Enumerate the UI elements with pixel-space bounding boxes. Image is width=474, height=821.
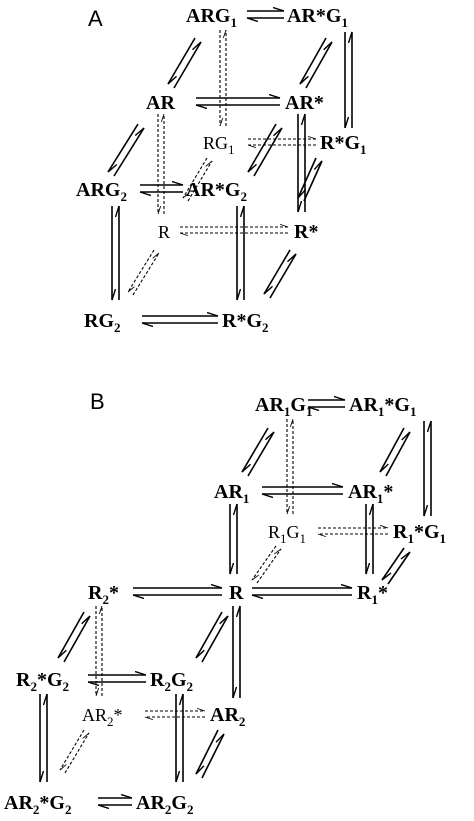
node-r-center: R: [229, 582, 244, 604]
node-rstarg1: R*G1: [320, 132, 367, 157]
edge-rg2-rstarg2: [142, 316, 218, 323]
node-r1starg1: R1*G1: [393, 521, 446, 546]
node-ar2starg2: AR2*G2: [4, 792, 71, 817]
edge-r1starg1-r1star: [381, 547, 411, 585]
node-r1star: R1*: [357, 582, 388, 607]
node-arstar: AR*: [285, 92, 324, 114]
node-r: R: [158, 222, 170, 242]
edge-arstarg1-rstarg1: [344, 32, 353, 128]
node-rg1: RG1: [203, 133, 235, 157]
edge-ar1star-r1star: [365, 504, 374, 574]
edge-ar2star-ar2: [144, 707, 206, 721]
edge-ar-r: [157, 113, 165, 215]
node-ar2g2: AR2G2: [136, 792, 193, 817]
edge-ar1-r: [229, 504, 238, 574]
edge-r-r1star: [252, 588, 352, 595]
edge-r-ar2: [232, 606, 241, 698]
node-arstarg1: AR*G1: [287, 5, 348, 30]
edge-ar1g1-ar1starg1: [308, 400, 345, 407]
edge-arg1-arstarg1: [247, 11, 284, 18]
panel-a-label: A: [88, 6, 103, 31]
panel-b-label: B: [90, 389, 105, 414]
edge-ar1g1-r1g1: [286, 418, 294, 515]
node-r2star: R2*: [88, 582, 119, 607]
edge-ar-arstar: [196, 98, 280, 105]
panel-a: A ARG1 AR*G1 AR AR* RG1 R*G1 ARG2 AR*G2 …: [76, 5, 367, 335]
edge-arstarg1-arstar: [299, 37, 333, 89]
edge-arstar-arstarg2: [247, 123, 283, 177]
node-r2starg2: R2*G2: [16, 669, 69, 694]
edge-ar1-ar1star: [262, 487, 343, 494]
edge-ar1starg1-r1starg1: [423, 421, 432, 516]
edge-arstarg2-rstarg2: [236, 206, 245, 300]
edge-r2starg2-ar2starg2: [39, 694, 48, 782]
edge-rg1-r: [182, 157, 213, 202]
edge-r-r2g2: [195, 611, 229, 663]
edge-rstar-rstarg2: [263, 249, 297, 299]
edge-ar2-ar2g2: [195, 729, 225, 779]
node-ar1g1: AR1G1: [255, 394, 312, 419]
node-arstarg2: AR*G2: [186, 179, 247, 204]
edge-ar2starg2-ar2g2: [98, 798, 132, 805]
edge-arg1-rg1: [219, 29, 227, 127]
edge-r1g1-r1starg1: [317, 524, 389, 538]
edge-r2star-r: [133, 588, 222, 595]
edge-arg1-ar: [167, 37, 202, 89]
edge-r2starg2-r2g2: [88, 675, 146, 682]
edge-r-rg2: [127, 249, 160, 296]
node-ar: AR: [146, 92, 175, 114]
node-ar2: AR2: [210, 704, 245, 729]
node-arg1: ARG1: [186, 5, 237, 30]
edge-r2star-r2starg2: [57, 611, 91, 663]
node-rstar: R*: [294, 221, 318, 243]
edge-r-rstar: [179, 223, 289, 237]
edge-r2g2-ar2g2: [175, 694, 184, 782]
node-rstarg2: R*G2: [222, 310, 269, 335]
node-ar2star: AR2*: [82, 705, 123, 729]
node-ar1star: AR1*: [348, 481, 393, 506]
panel-b: B AR1G1 AR1*G1 AR1 AR1* R1G1 R1*G1 R2* R…: [4, 389, 446, 817]
edge-ar2star-ar2starg2: [59, 729, 90, 774]
node-arg2: ARG2: [76, 179, 127, 204]
node-ar1: AR1: [214, 481, 249, 506]
node-r1g1: R1G1: [268, 522, 306, 546]
edge-r2star-ar2star: [95, 605, 103, 697]
node-r2g2: R2G2: [150, 669, 193, 694]
edge-ar1g1-ar1: [241, 427, 275, 477]
edge-arg2-arstarg2: [140, 185, 183, 192]
edge-ar1starg1-ar1star: [379, 427, 411, 477]
edge-rstarg1-rstar: [297, 157, 323, 202]
edge-arg2-rg2: [111, 206, 120, 300]
edge-r1g1-r: [251, 545, 282, 584]
node-rg2: RG2: [84, 310, 121, 335]
edge-ar-arg2: [107, 123, 145, 177]
node-ar1starg1: AR1*G1: [349, 394, 416, 419]
